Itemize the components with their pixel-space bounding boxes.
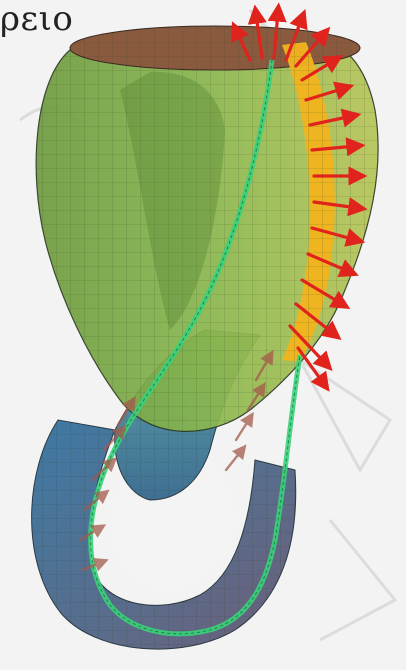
caption-text: ρειο [0, 2, 73, 36]
